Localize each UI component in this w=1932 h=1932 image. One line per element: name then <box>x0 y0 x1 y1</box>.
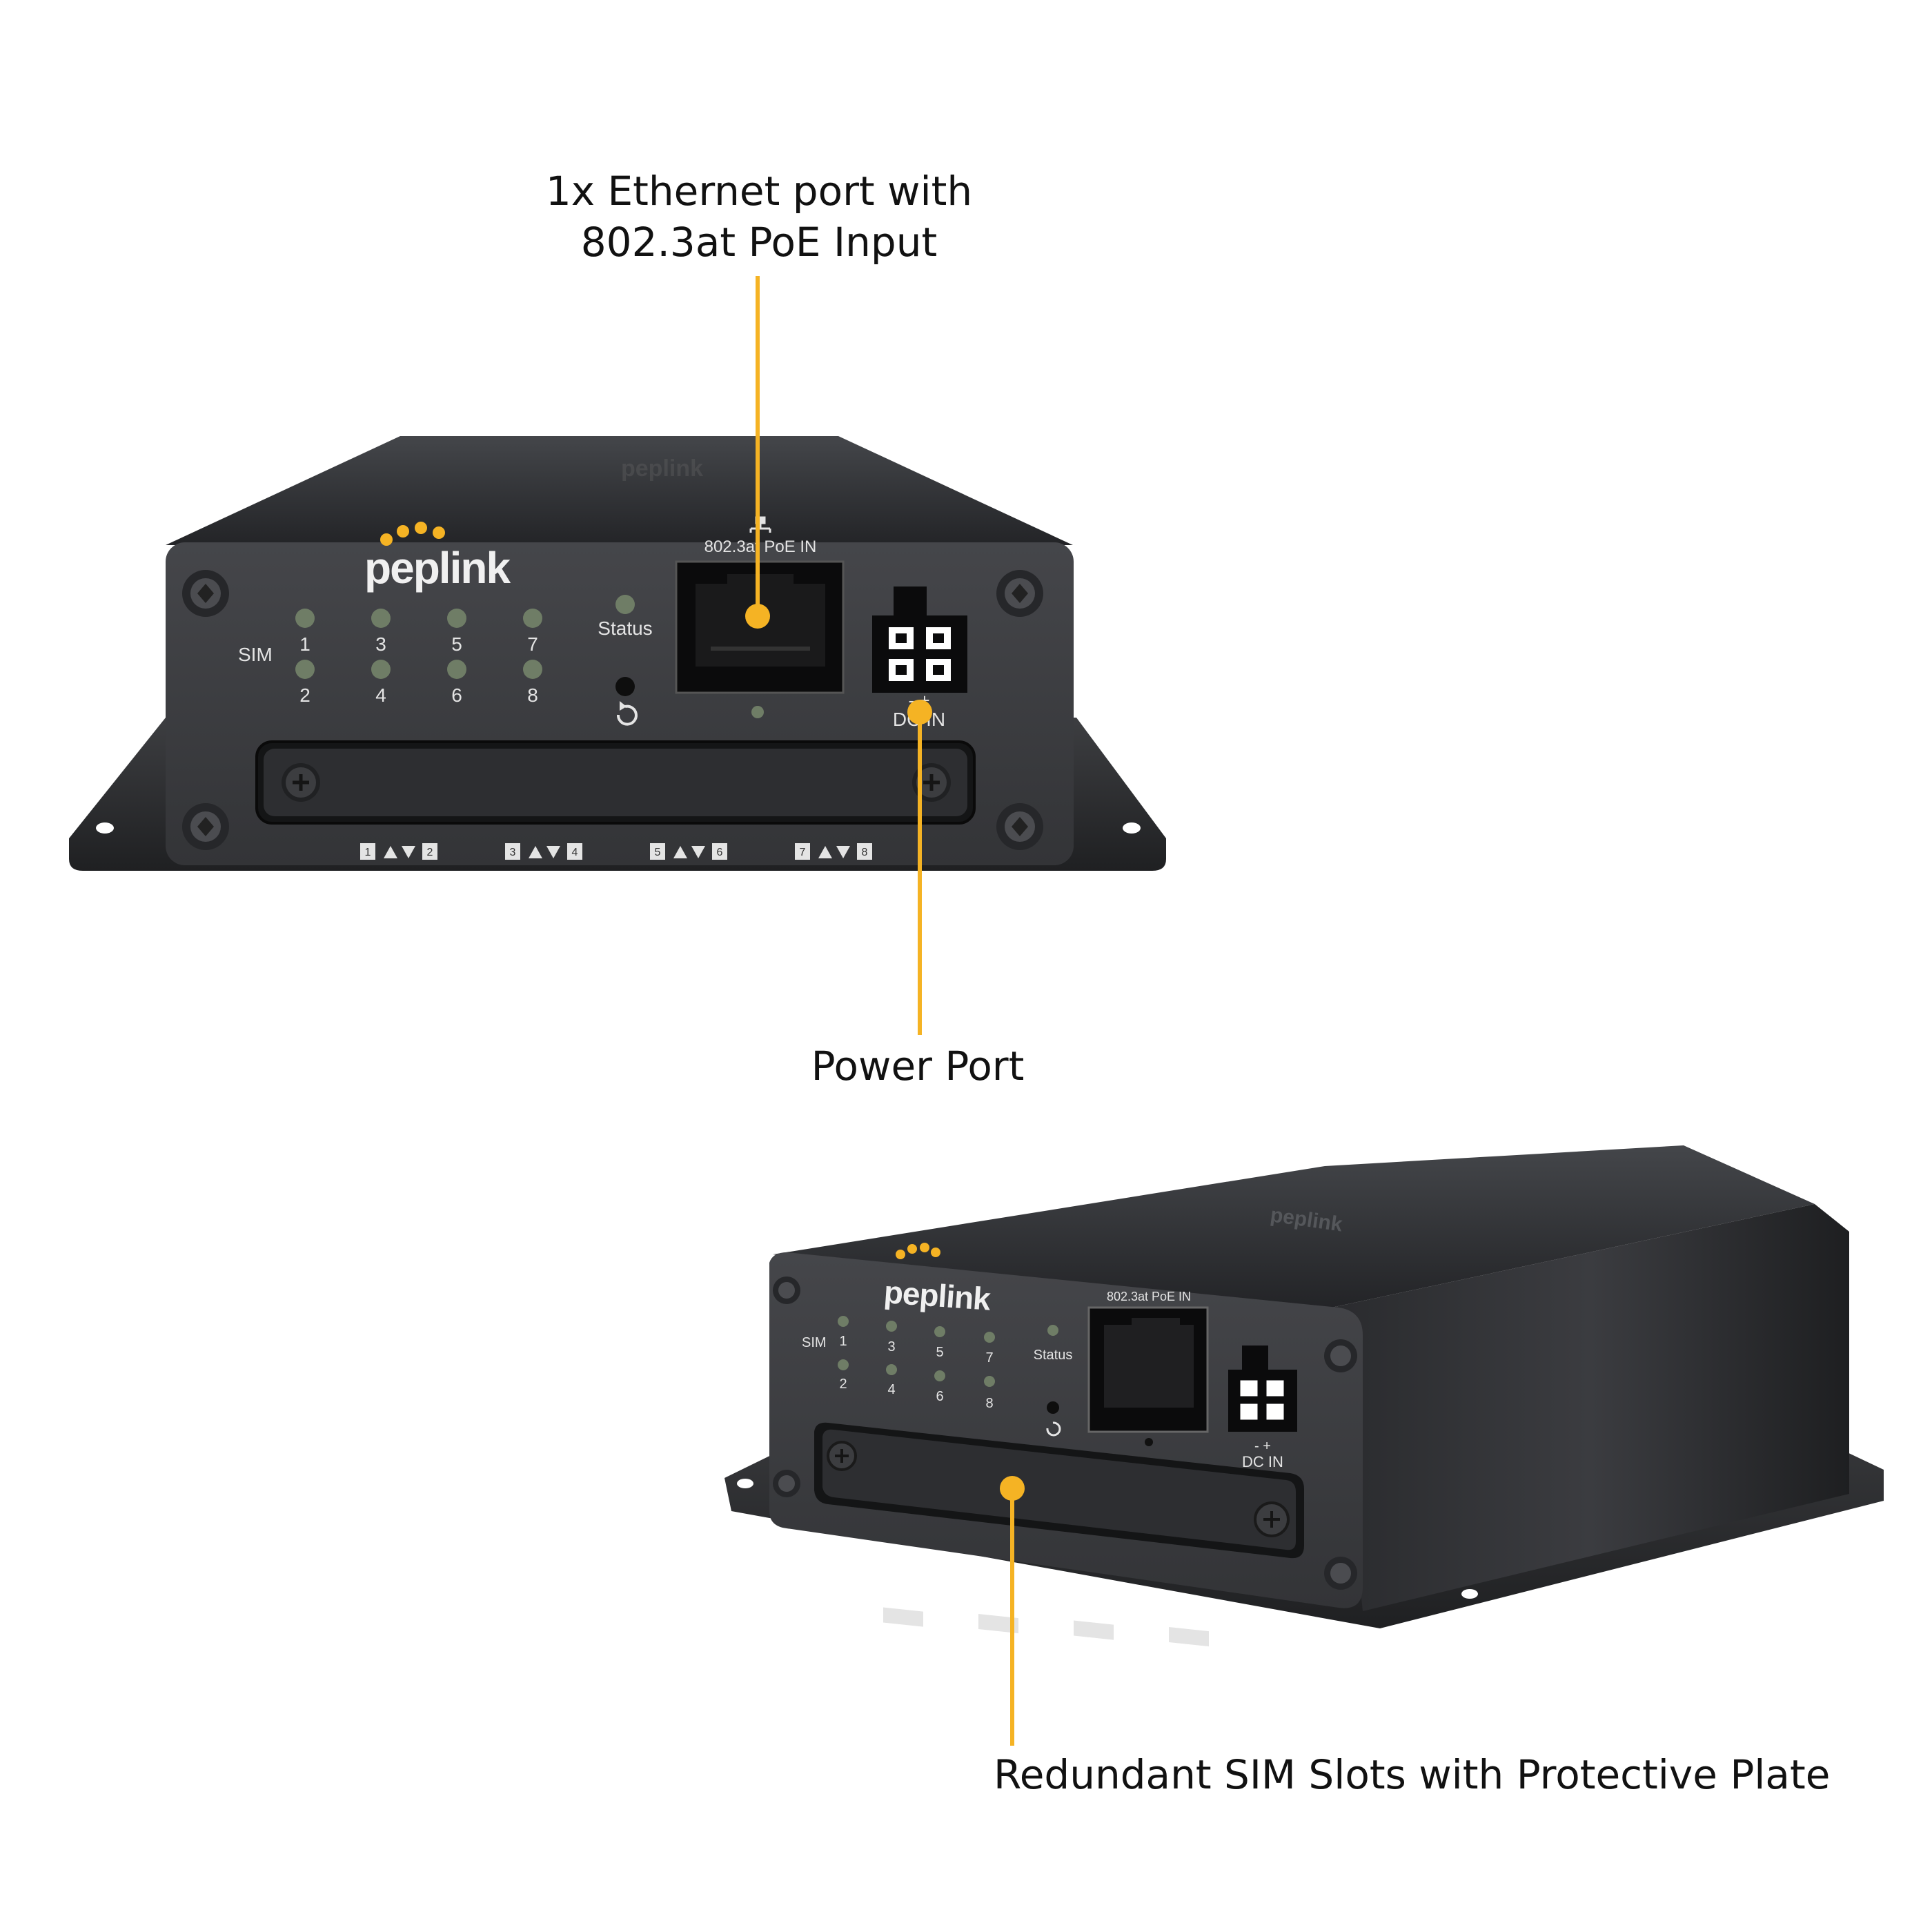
ethernet-callout-label: 1x Ethernet port with 802.3at PoE Input <box>483 166 1035 268</box>
svg-text:Status: Status <box>1034 1348 1073 1363</box>
svg-text:peplink: peplink <box>883 1274 992 1317</box>
svg-text:4: 4 <box>887 1382 895 1397</box>
svg-text:- +: - + <box>1254 1439 1271 1454</box>
svg-text:802.3at PoE IN: 802.3at PoE IN <box>1107 1290 1191 1303</box>
svg-text:3: 3 <box>887 1339 895 1354</box>
sim-led-numbers: 1 2 3 4 5 6 7 8 <box>299 633 538 706</box>
svg-text:7: 7 <box>800 847 806 858</box>
dc-power-port[interactable] <box>872 586 967 693</box>
svg-text:DC IN: DC IN <box>1242 1453 1283 1470</box>
svg-text:2: 2 <box>839 1377 847 1392</box>
reset-button[interactable] <box>615 677 635 696</box>
sim-slot-pair-1-2: 1 2 <box>360 843 437 860</box>
ethernet-callout-line1: 1x Ethernet port with <box>545 168 973 215</box>
svg-text:3: 3 <box>510 847 516 858</box>
svg-text:8: 8 <box>985 1396 993 1411</box>
status-led <box>615 595 635 614</box>
ethernet-led <box>751 706 764 718</box>
svg-text:7: 7 <box>527 633 538 655</box>
status-label: Status <box>598 618 652 639</box>
screw-icon <box>182 570 1043 850</box>
svg-text:4: 4 <box>572 847 578 858</box>
svg-text:6: 6 <box>936 1389 943 1404</box>
angled-body-side <box>1332 1204 1849 1611</box>
power-callout-connector <box>907 700 932 1035</box>
ethernet-callout-connector <box>745 276 770 629</box>
svg-text:6: 6 <box>717 847 723 858</box>
svg-text:1: 1 <box>299 633 310 655</box>
sim-slot-pair-5-6: 5 6 <box>650 843 727 860</box>
svg-text:5: 5 <box>936 1345 943 1360</box>
svg-text:peplink: peplink <box>621 455 703 482</box>
sim-status-leds <box>295 609 542 679</box>
svg-text:1: 1 <box>365 847 371 858</box>
sim-slot-pair-3-4: 3 4 <box>505 843 582 860</box>
poe-in-label: 802.3at PoE IN <box>704 538 817 556</box>
sim-slot-markers: 1 2 3 4 5 6 7 8 <box>360 843 872 860</box>
svg-text:3: 3 <box>375 633 386 655</box>
svg-text:6: 6 <box>451 684 462 706</box>
sim-callout-label: Redundant SIM Slots with Protective Plat… <box>994 1751 1831 1798</box>
svg-text:7: 7 <box>985 1350 993 1366</box>
peplink-logo: peplink <box>364 522 512 593</box>
svg-text:2: 2 <box>427 847 433 858</box>
svg-text:4: 4 <box>375 684 386 706</box>
svg-text:peplink: peplink <box>364 543 511 593</box>
router-angled-view: peplink peplink SIM 1 2 3 4 5 6 <box>724 1145 1884 1647</box>
front-top-lid <box>166 436 1073 545</box>
sim-led-label: SIM <box>238 644 273 665</box>
svg-text:8: 8 <box>527 684 538 706</box>
svg-text:8: 8 <box>862 847 868 858</box>
svg-text:1: 1 <box>839 1334 847 1349</box>
sim-slot-pair-7-8: 7 8 <box>795 843 872 860</box>
angled-body-top <box>773 1145 1815 1308</box>
svg-text:5: 5 <box>451 633 462 655</box>
sim-callout-connector <box>1000 1476 1025 1746</box>
power-callout-label: Power Port <box>811 1043 1025 1090</box>
svg-text:SIM: SIM <box>802 1335 827 1350</box>
svg-text:2: 2 <box>299 684 310 706</box>
sim-protective-plate[interactable] <box>255 740 976 825</box>
lid-logo-embossed: peplink <box>621 455 703 482</box>
svg-text:5: 5 <box>655 847 661 858</box>
ethernet-callout-line2: 802.3at PoE Input <box>580 219 938 266</box>
reset-icon <box>616 701 638 726</box>
